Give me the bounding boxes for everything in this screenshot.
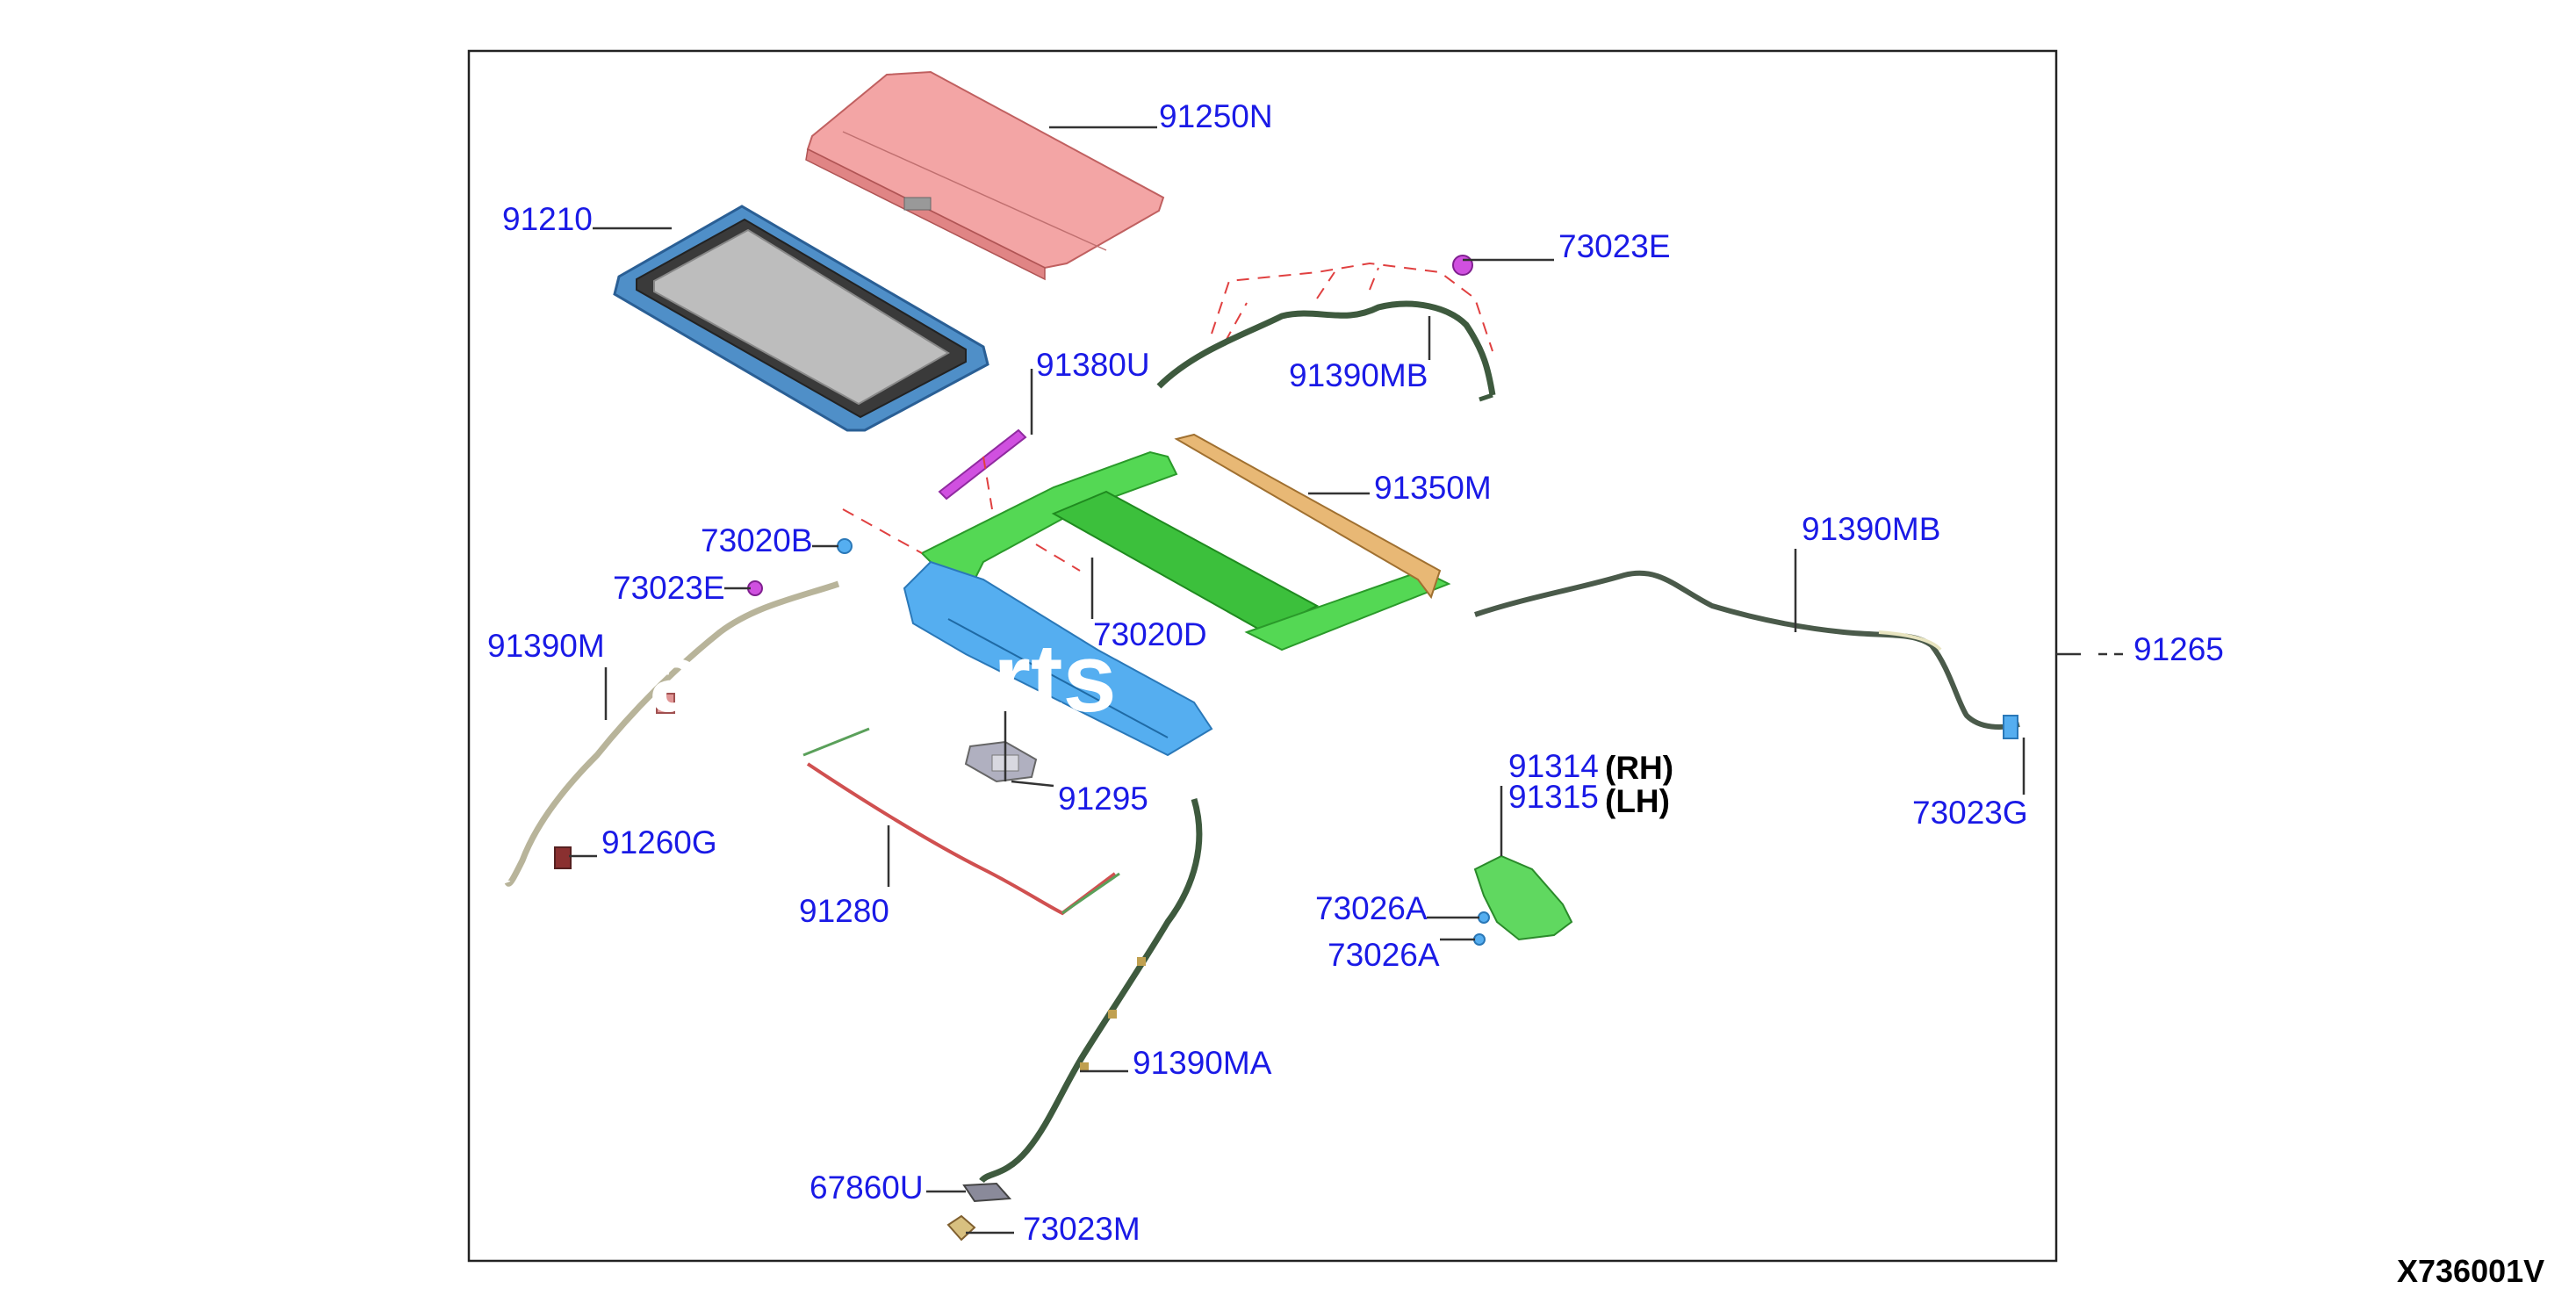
diagram-border (467, 49, 2058, 1263)
diagram-code: X736001V (2397, 1253, 2544, 1289)
part-91350M-frame[interactable] (903, 433, 1451, 757)
label-67860U[interactable]: 67860U (809, 1170, 924, 1206)
label-73026A-1[interactable]: 73026A (1315, 890, 1428, 926)
part-73023G-clip[interactable] (2003, 715, 2018, 739)
label-91390MB-top[interactable]: 91390MB (1289, 357, 1428, 393)
label-rh: (RH) (1605, 750, 1673, 786)
label-91265-partial[interactable]: 91265 (2133, 631, 2224, 667)
part-91280-rail[interactable] (802, 727, 1120, 916)
part-91390M-left-hose[interactable] (504, 580, 840, 887)
part-91260G[interactable] (554, 846, 572, 869)
watermark-overlay: auto parts (650, 624, 1117, 732)
label-91315[interactable]: 91315 (1508, 779, 1599, 815)
label-91280[interactable]: 91280 (799, 893, 889, 929)
part-91250N-sunshade[interactable] (805, 70, 1165, 281)
part-91390MB-right-hose[interactable] (1474, 570, 2020, 730)
label-91210[interactable]: 91210 (502, 201, 593, 237)
part-67860U[interactable] (962, 1182, 1012, 1203)
label-73023M[interactable]: 73023M (1023, 1211, 1140, 1247)
label-73020B[interactable]: 73020B (701, 522, 813, 558)
label-91295[interactable]: 91295 (1058, 781, 1148, 817)
label-91314[interactable]: 91314 (1508, 748, 1599, 784)
part-91390MA-hose[interactable] (979, 797, 1203, 1184)
part-73026A-clip-2[interactable] (1473, 933, 1486, 946)
label-91390MB-right[interactable]: 91390MB (1802, 511, 1940, 547)
label-91250N[interactable]: 91250N (1159, 98, 1273, 134)
part-73020B-clip[interactable] (837, 538, 853, 554)
label-91380U[interactable]: 91380U (1036, 347, 1150, 383)
leader-lines (569, 126, 2125, 1235)
label-73026A-2[interactable]: 73026A (1328, 937, 1440, 973)
label-73023E-left[interactable]: 73023E (613, 570, 725, 606)
part-73023M[interactable] (946, 1214, 976, 1242)
part-73023E-top-clip[interactable] (1452, 255, 1473, 276)
label-73023E-top[interactable]: 73023E (1558, 228, 1671, 264)
label-91390M-left[interactable]: 91390M (487, 628, 605, 664)
part-91295-motor[interactable] (964, 740, 1038, 783)
label-91350M[interactable]: 91350M (1374, 470, 1492, 506)
label-91260G[interactable]: 91260G (601, 824, 717, 860)
label-lh: (LH) (1605, 783, 1670, 819)
part-91314-91315-bracket[interactable] (1473, 854, 1573, 941)
part-91210-glass[interactable] (613, 205, 989, 432)
part-73026A-clip-1[interactable] (1478, 911, 1490, 924)
label-91390MA[interactable]: 91390MA (1133, 1045, 1272, 1081)
assembly-dashed-lines (842, 262, 1493, 572)
label-73020D[interactable]: 73020D (1093, 616, 1207, 652)
label-73023G[interactable]: 73023G (1912, 795, 2028, 831)
part-91380U-deflector[interactable] (938, 428, 1027, 500)
part-91390MB-top-hose[interactable] (1156, 300, 1496, 402)
